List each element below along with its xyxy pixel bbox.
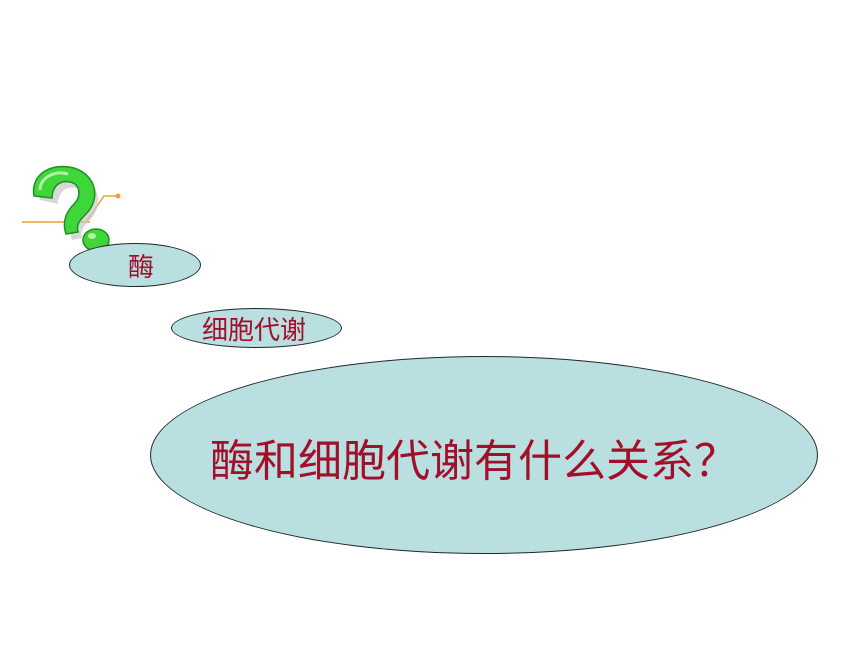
bubble-cell-metabolism: 细胞代谢 xyxy=(171,308,342,348)
bubble-cell-metabolism-label: 细胞代谢 xyxy=(202,315,307,346)
accent-lines xyxy=(22,195,118,223)
question-mark-body xyxy=(32,165,110,252)
bubble-question: 酶和细胞代谢有什么关系？ xyxy=(150,356,818,554)
bubble-enzyme-label: 酶 xyxy=(128,252,155,283)
bubble-enzyme: 酶 xyxy=(69,243,201,287)
bubble-question-label: 酶和细胞代谢有什么关系？ xyxy=(210,436,738,487)
question-mark-shadow xyxy=(39,172,110,256)
accent-dot xyxy=(115,193,121,199)
